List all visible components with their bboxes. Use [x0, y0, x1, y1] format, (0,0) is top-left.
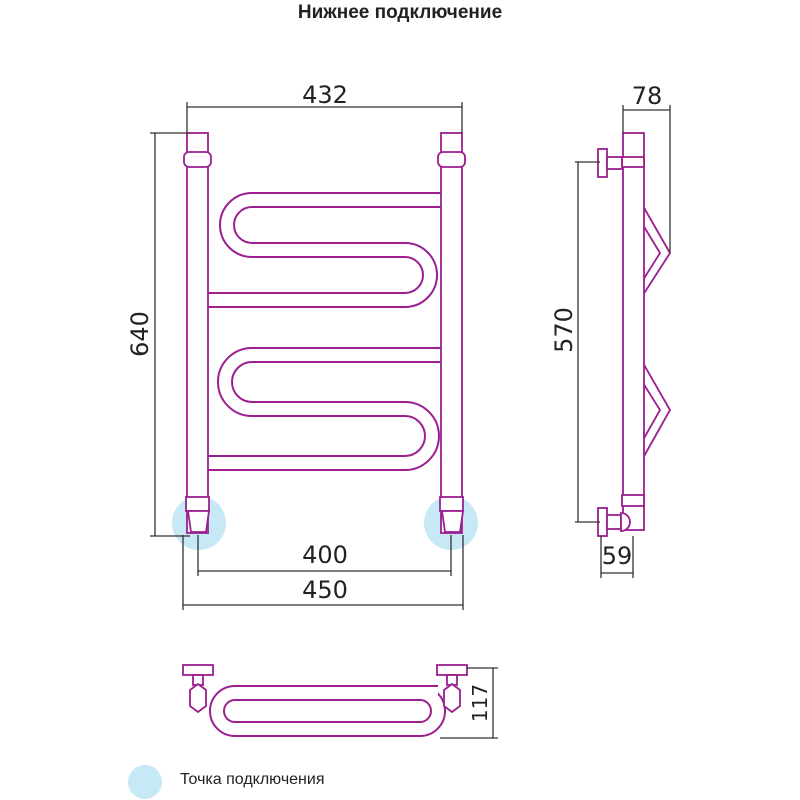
- side-view: [597, 132, 672, 537]
- page-title: Нижнее подключение: [297, 2, 503, 23]
- dim-axis-distance: 400: [302, 541, 348, 569]
- dim-wall-offset: 59: [602, 542, 633, 570]
- top-view: [182, 664, 468, 737]
- legend-label: Точка подключения: [180, 771, 325, 788]
- dim-depth: 78: [632, 82, 663, 110]
- dim-side-height: 570: [550, 307, 578, 353]
- front-view: [183, 132, 466, 534]
- top-dimensions: [440, 667, 498, 739]
- front-dimensions: [150, 102, 464, 610]
- legend-connection-swatch: [128, 765, 162, 799]
- dim-top-width: 432: [302, 81, 348, 109]
- dim-height: 640: [126, 311, 154, 357]
- dim-top-view-depth: 117: [468, 684, 492, 722]
- dim-total-width: 450: [302, 576, 348, 604]
- side-dimensions: [575, 105, 671, 578]
